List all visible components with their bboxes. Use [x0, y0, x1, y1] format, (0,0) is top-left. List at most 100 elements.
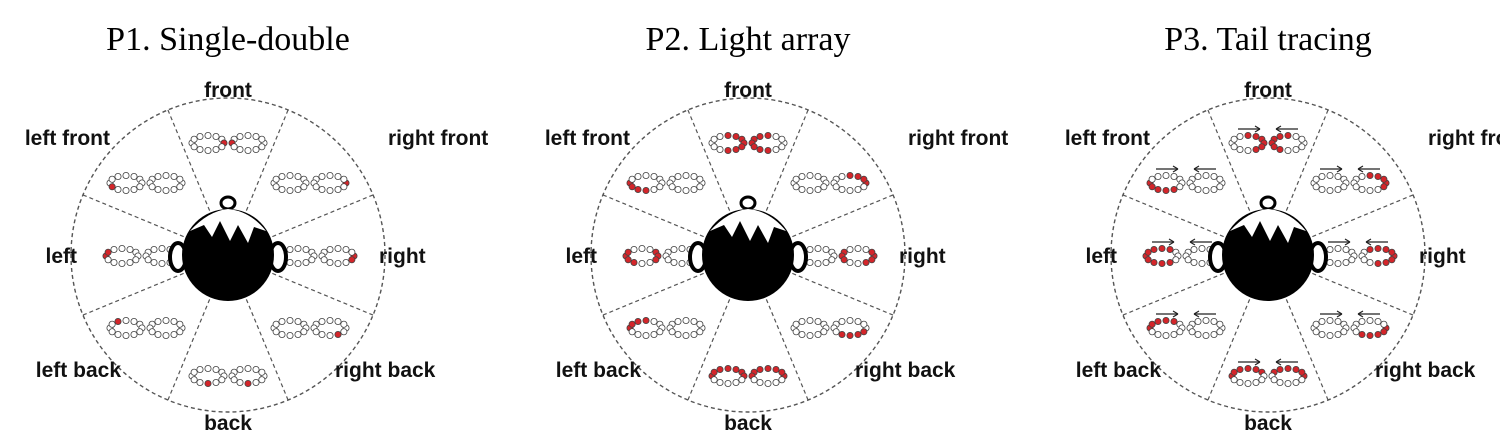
led-off: [792, 328, 800, 336]
led-off: [1252, 379, 1260, 386]
sector-divider: [602, 194, 704, 238]
sector-left: left: [1086, 238, 1222, 268]
sector-divider: [167, 299, 211, 401]
led-off: [798, 331, 806, 338]
led-on: [838, 331, 846, 338]
led-off: [312, 328, 320, 336]
led-off: [258, 143, 266, 151]
head-knob: [739, 195, 757, 211]
led-off: [162, 316, 170, 324]
led-off: [308, 256, 316, 264]
led-off: [190, 143, 198, 151]
led-off: [1298, 135, 1306, 143]
led-on: [868, 256, 876, 264]
direction-label: left: [46, 245, 78, 268]
led-off: [1366, 259, 1374, 266]
led-off: [1172, 256, 1180, 264]
led-off: [1210, 186, 1218, 193]
led-off: [828, 256, 836, 264]
led-off: [814, 260, 822, 267]
sector-divider: [765, 109, 809, 211]
led-on: [108, 183, 116, 191]
led-off: [1170, 331, 1178, 338]
led-off: [690, 172, 698, 180]
led-off: [294, 172, 302, 180]
led-off: [126, 245, 134, 253]
led-off: [190, 376, 198, 384]
led-on: [1154, 317, 1162, 325]
led-off: [114, 172, 122, 180]
sector-left-back: left back: [36, 316, 186, 382]
led-off: [342, 245, 350, 253]
direction-label: back: [724, 412, 772, 435]
led-off: [638, 260, 646, 267]
led-off: [176, 175, 184, 183]
sector-divider: [272, 272, 374, 316]
led-off: [196, 365, 204, 373]
sector-divider: [245, 109, 289, 211]
led-off: [342, 259, 350, 266]
led-glasses-icon: [188, 131, 268, 154]
led-off: [674, 172, 682, 180]
led-on: [628, 183, 636, 191]
led-off: [820, 328, 828, 336]
led-on: [1382, 245, 1390, 253]
direction-label: left front: [545, 127, 630, 150]
led-off: [122, 171, 130, 179]
direction-label: left front: [1065, 127, 1150, 150]
hair-highlight: [710, 209, 786, 243]
led-off: [1216, 175, 1224, 183]
led-on: [1276, 365, 1284, 373]
led-off: [326, 245, 334, 253]
sector-right: right: [798, 244, 946, 268]
led-on: [348, 256, 356, 264]
direction-label: right: [379, 245, 426, 268]
led-off: [732, 379, 740, 386]
led-off: [798, 186, 806, 193]
led-off: [832, 183, 840, 191]
led-off: [1284, 380, 1292, 387]
led-off: [1210, 172, 1218, 180]
led-on: [1258, 143, 1266, 151]
led-off: [130, 331, 138, 338]
led-off: [724, 380, 732, 387]
led-off: [650, 331, 658, 338]
led-off: [1360, 256, 1368, 264]
led-off: [838, 172, 846, 180]
led-off: [838, 186, 846, 193]
led-off: [158, 260, 166, 267]
led-off: [1176, 328, 1184, 336]
motion-arrow-icon: [1193, 165, 1200, 173]
direction-label: left back: [556, 359, 642, 382]
led-on: [1374, 331, 1382, 338]
led-off: [668, 183, 676, 191]
led-off: [1326, 259, 1334, 266]
led-off: [122, 332, 130, 339]
panel-title: P2. Light array: [646, 21, 851, 58]
led-off: [286, 332, 294, 339]
led-off: [682, 316, 690, 324]
led-off: [716, 132, 724, 140]
led-on: [1388, 248, 1396, 256]
led-off: [646, 245, 654, 253]
led-off: [340, 320, 348, 328]
led-off: [1352, 183, 1360, 191]
sector-divider: [82, 272, 184, 316]
led-glasses-icon: [626, 171, 706, 194]
led-off: [196, 146, 204, 153]
led-off: [650, 317, 658, 325]
led-off: [696, 320, 704, 328]
motion-arrow-icon: [1336, 310, 1343, 318]
led-off: [778, 376, 786, 384]
sector-right-back: right back: [1310, 310, 1476, 382]
led-off: [1334, 244, 1342, 252]
led-off: [1210, 317, 1218, 325]
led-off: [348, 248, 356, 256]
led-off: [792, 183, 800, 191]
led-off: [334, 260, 342, 267]
led-off: [334, 172, 342, 180]
panel-code: P2: [646, 21, 682, 58]
led-on: [756, 365, 764, 373]
